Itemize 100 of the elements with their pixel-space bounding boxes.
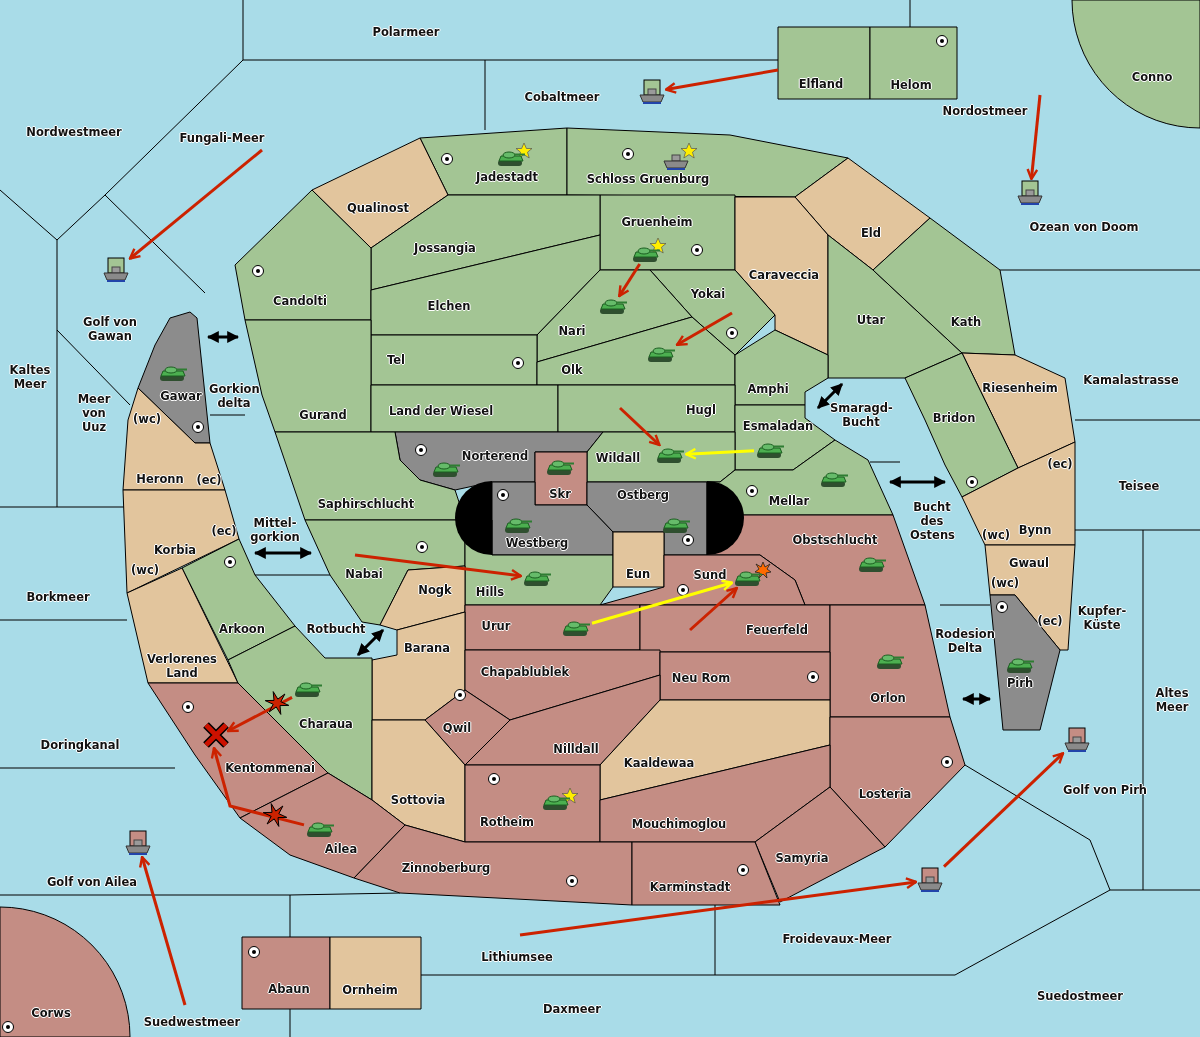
region-name: Charaua xyxy=(299,717,353,731)
region-name: Eun xyxy=(625,567,651,581)
region-name: Nogk xyxy=(418,583,452,597)
ship-icon xyxy=(1017,180,1043,206)
region-name: Neu Rom xyxy=(671,671,731,685)
region-name: Nari xyxy=(558,324,586,338)
region-name: Samyria xyxy=(775,851,829,865)
sea-name: Golf von Ailea xyxy=(46,875,138,889)
sea-name: Mittel-gorkion xyxy=(249,516,301,544)
sea-name: Bucht des Ostens xyxy=(910,500,954,542)
tank-icon xyxy=(646,345,676,363)
region-name: Kath xyxy=(950,315,982,329)
arrow xyxy=(1026,94,1042,181)
region-name: Kaaldewaa xyxy=(623,756,695,770)
region-name: Schloss Gruenburg xyxy=(586,172,710,186)
ship-icon xyxy=(103,257,129,283)
region-name: Tel xyxy=(386,353,406,367)
double-arrow xyxy=(816,382,844,410)
arrow xyxy=(618,406,661,447)
region-name: Nabai xyxy=(345,567,383,581)
region-name: Orlon xyxy=(870,691,906,705)
sea-name: Golf von Pirh xyxy=(1062,783,1148,797)
sea-name: Rotbucht xyxy=(306,622,366,636)
region-name: Gruenheim xyxy=(621,215,693,229)
region-name: Riesenheim xyxy=(982,381,1058,395)
region-name: Qwil xyxy=(442,721,472,735)
tank-icon xyxy=(598,297,628,315)
coast-label: (wc) xyxy=(982,528,1010,542)
sea-name: Fungali-Meer xyxy=(179,131,265,145)
region-name: Caraveccia xyxy=(748,268,820,282)
region-name: Zinnoberburg xyxy=(401,861,491,875)
region-name: Jadestadt xyxy=(476,170,538,184)
region-name: Korbia xyxy=(153,543,197,557)
region-name: Candolti xyxy=(273,294,327,308)
region-name: Verlorenes Land xyxy=(146,652,218,680)
region-name: Hills xyxy=(475,585,505,599)
double-arrow xyxy=(888,476,947,488)
region-name: Utar xyxy=(856,313,886,327)
region-name: Obstschlucht xyxy=(792,533,878,547)
region-name: Arkoon xyxy=(219,622,265,636)
region-name: Sottovia xyxy=(390,793,446,807)
double-arrow xyxy=(206,331,240,343)
tank-icon xyxy=(755,441,785,459)
region-name: Ornheim xyxy=(342,983,398,997)
arrow xyxy=(675,311,733,347)
sea-name: Lithiumsee xyxy=(481,950,553,964)
arrow xyxy=(942,752,1065,868)
double-arrow xyxy=(253,547,313,559)
ship-icon xyxy=(639,79,665,105)
region-name: Qualinost xyxy=(347,201,409,215)
region-name: Abaun xyxy=(268,982,310,996)
sea-name: Altes Meer xyxy=(1150,686,1194,714)
sea-name: Kupfer-Küste xyxy=(1077,604,1127,632)
region-name: Bridon xyxy=(932,411,976,425)
region-name: Norterend xyxy=(461,449,529,463)
region-name: Rotheim xyxy=(479,815,535,829)
arrow xyxy=(664,68,779,94)
region-name: Wildall xyxy=(595,451,641,465)
region-name: Saphirschlucht xyxy=(317,497,415,511)
arrow xyxy=(684,447,755,460)
arrow xyxy=(519,877,918,937)
tank-icon xyxy=(733,569,763,587)
coast-label: (ec) xyxy=(1037,614,1063,628)
region-name: Yokai xyxy=(690,287,726,301)
region-name: Bynn xyxy=(1018,523,1052,537)
region-name: Helom xyxy=(890,78,932,92)
sea-name: Meer von Uuz xyxy=(69,392,119,434)
region-name: Westberg xyxy=(505,536,569,550)
region-name: Feuerfeld xyxy=(746,623,808,637)
region-name: Amphi xyxy=(747,382,789,396)
region-name: Elfland xyxy=(798,77,844,91)
region-name: Skr xyxy=(549,487,571,501)
region-name: Karminstadt xyxy=(649,880,731,894)
region-name: Barana xyxy=(404,641,450,655)
region-name: Land der Wiesel xyxy=(388,404,494,418)
sea-name: Suedostmeer xyxy=(1037,989,1123,1003)
region-name: Urur xyxy=(481,619,511,633)
region-name: Elchen xyxy=(427,299,471,313)
region-name: Gwaul xyxy=(1009,556,1049,570)
arrow xyxy=(128,148,263,260)
region-name: Losteria xyxy=(858,787,912,801)
ship-icon xyxy=(125,830,151,856)
sea-name: Ozean von Doom xyxy=(1029,220,1139,234)
sea-name: Smaragd-Bucht xyxy=(830,401,892,429)
sea-name: Nordostmeer xyxy=(942,104,1028,118)
double-arrow xyxy=(356,628,385,657)
sea-name: Rodesion Delta xyxy=(935,627,995,655)
coast-label: (wc) xyxy=(133,412,161,426)
ship-icon xyxy=(917,867,943,893)
region-name: Jossangia xyxy=(414,241,476,255)
sea-name: Borkmeer xyxy=(26,590,90,604)
region-name: Gurand xyxy=(299,408,347,422)
region-name: Chapablublek xyxy=(480,665,570,679)
region-name: Hugl xyxy=(686,403,716,417)
region-name: Mouchimoglou xyxy=(631,817,727,831)
double-arrow xyxy=(961,693,992,705)
arrow xyxy=(354,553,523,581)
ship-icon xyxy=(1064,727,1090,753)
tank-icon xyxy=(561,619,591,637)
region-name: Esmaladan xyxy=(742,419,814,433)
